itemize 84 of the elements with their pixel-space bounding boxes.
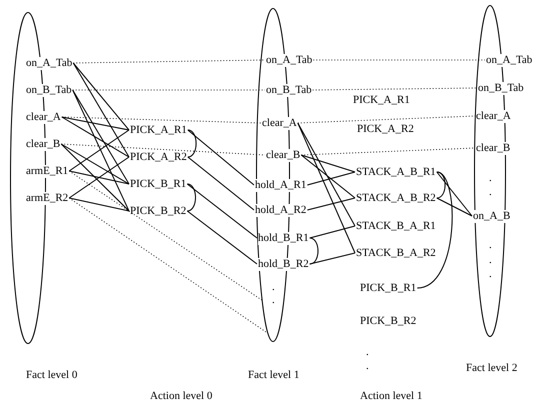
- connector-line: [60, 144, 130, 212]
- graph-node-label: PICK_B_R1: [360, 282, 416, 294]
- dotted-line: [68, 198, 268, 334]
- connector-line: [60, 144, 130, 184]
- connector-line: [297, 122, 356, 226]
- connector-line: [436, 198, 472, 216]
- graph-node-label: armE_R2: [26, 192, 68, 204]
- text-label: .: [366, 345, 369, 359]
- graph-node-label: clear_A: [262, 116, 297, 130]
- graph-node-label: STACK_B_A_R2: [356, 246, 436, 260]
- graph-node-label: on_B_Tab: [266, 84, 312, 96]
- dotted-line: [72, 60, 266, 64]
- graph-node-label: STACK_A_B_R1: [356, 166, 436, 178]
- graph-node-label: PICK_B_R1: [130, 178, 186, 190]
- connector-line: [300, 154, 356, 172]
- dotted-line: [300, 148, 476, 156]
- connector-line: [72, 90, 130, 212]
- graph-node-label: armE_R1: [26, 164, 68, 178]
- connector-line: [306, 198, 356, 210]
- dotted-line: [68, 170, 262, 300]
- graph-node-label: hold_A_R2: [255, 204, 306, 216]
- text-label: .: [489, 171, 492, 185]
- text-label: Action level 0: [150, 389, 212, 403]
- dotted-line: [312, 88, 478, 90]
- mutex-arc: [416, 172, 453, 288]
- graph-node-label: PICK_A_R2: [357, 122, 414, 136]
- connector-line: [68, 156, 130, 198]
- graph-node-label: on_A_Tab: [486, 54, 532, 66]
- graph-node-label: hold_B_R1: [258, 232, 309, 244]
- graph-node-label: hold_A_R1: [255, 178, 306, 192]
- graph-node-label: clear_A: [26, 110, 61, 124]
- mutex-arc: [187, 130, 197, 158]
- connector-line: [61, 116, 130, 130]
- connector-line: [187, 130, 254, 186]
- level-caption: Fact level 2: [466, 361, 518, 375]
- graph-node-label: clear_A: [476, 110, 511, 122]
- text-label: .: [489, 238, 492, 252]
- graph-node-label: PICK_B_R2: [360, 314, 416, 328]
- graph-node-label: PICK_A_R1: [130, 124, 187, 136]
- connector-line: [187, 156, 254, 210]
- text-label: .: [489, 185, 492, 199]
- mutex-arc: [309, 238, 318, 264]
- connector-line: [297, 122, 356, 254]
- graph-node-label: on_B_Tab: [26, 84, 72, 96]
- dotted-line: [297, 116, 476, 124]
- graph-node-label: STACK_A_B_R2: [356, 192, 436, 204]
- text-label: .: [272, 280, 275, 294]
- connector-line: [436, 172, 472, 216]
- text-label: .: [489, 253, 492, 267]
- graph-node-label: on_B_Tab: [478, 82, 524, 94]
- dotted-line: [61, 116, 262, 124]
- graph-node-label: PICK_A_R1: [353, 94, 410, 106]
- level-caption: Fact level 1: [248, 368, 300, 382]
- connector-line: [68, 170, 130, 184]
- connector-line: [309, 252, 356, 264]
- graph-node-label: PICK_B_R2: [130, 204, 186, 218]
- graph-node-label: hold_B_R2: [258, 258, 309, 270]
- graph-node-label: STACK_B_A_R1: [356, 220, 436, 232]
- connector-line: [72, 90, 130, 184]
- text-label: Action level 1: [360, 389, 422, 403]
- text-label: .: [489, 267, 492, 281]
- connector-line: [186, 210, 258, 264]
- graph-node-label: clear_B: [476, 142, 510, 154]
- dotted-line: [60, 144, 266, 156]
- connector-line: [306, 172, 356, 186]
- connector-line: [300, 154, 356, 198]
- level-caption: Fact level 0: [26, 368, 78, 382]
- mutex-arc: [186, 184, 196, 212]
- graph-node-label: PICK_A_R2: [130, 150, 187, 164]
- graph-node-label: on_A_Tab: [26, 56, 72, 70]
- graph-node-label: on_A_B: [473, 210, 510, 222]
- connector-line: [72, 62, 130, 130]
- mutex-arc: [436, 172, 446, 198]
- connector-line: [61, 116, 130, 158]
- connector-line: [309, 226, 356, 238]
- graph-node-label: clear_B: [26, 138, 60, 150]
- connector-line: [72, 62, 130, 158]
- text-label: .: [366, 359, 369, 373]
- connector-line: [68, 198, 130, 212]
- connector-line: [68, 130, 130, 172]
- graph-node-label: clear_B: [266, 148, 300, 162]
- graph-node-label: on_A_Tab: [266, 54, 312, 66]
- text-label: .: [272, 293, 275, 307]
- connector-line: [186, 184, 258, 238]
